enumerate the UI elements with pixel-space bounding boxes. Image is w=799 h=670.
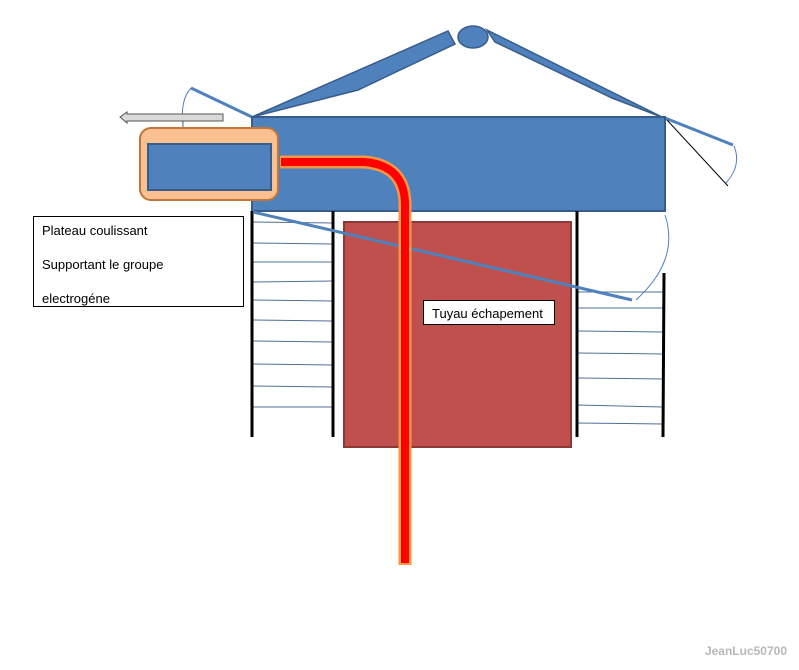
left-ladder bbox=[250, 211, 335, 437]
pipe-label: Tuyau échapement bbox=[423, 300, 555, 325]
tray-label-line-2: Supportant le groupe bbox=[42, 257, 164, 272]
watermark: JeanLuc50700 bbox=[704, 644, 787, 658]
enclosure bbox=[343, 221, 572, 448]
flap-bottom bbox=[252, 210, 633, 302]
generator bbox=[147, 143, 272, 191]
tray-label-line-1: Plateau coulissant bbox=[42, 223, 148, 238]
roof-ridge bbox=[457, 25, 489, 49]
flap-right bbox=[664, 116, 734, 147]
roof-right bbox=[484, 28, 665, 119]
right-ladder bbox=[575, 211, 666, 438]
tray-label-line-3: electrogéne bbox=[42, 291, 110, 306]
arc-bottom bbox=[635, 214, 670, 301]
flap-left bbox=[190, 86, 253, 119]
slide-arrow-icon bbox=[119, 111, 224, 125]
tray-label: Plateau coulissant Supportant le groupe … bbox=[33, 216, 244, 307]
roof-left bbox=[251, 30, 457, 118]
exhaust-pipe-core bbox=[281, 158, 409, 563]
arc-right bbox=[725, 145, 738, 184]
hinge-line bbox=[666, 119, 729, 187]
